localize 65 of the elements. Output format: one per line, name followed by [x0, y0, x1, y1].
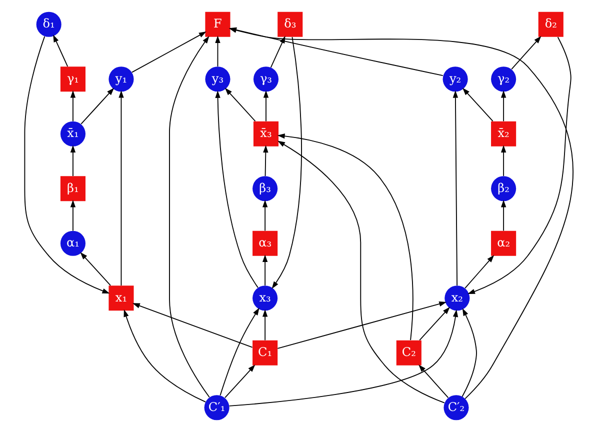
arrow — [418, 364, 449, 398]
arrow — [80, 88, 114, 124]
arrow — [468, 36, 572, 294]
node-circle: y₁ — [108, 66, 134, 92]
arrow — [262, 309, 268, 341]
node-box: F — [205, 12, 230, 37]
node-box: x̄₂ — [491, 121, 516, 146]
arrow — [500, 145, 506, 176]
arrow — [277, 301, 447, 349]
arrow — [272, 36, 302, 289]
arrow — [220, 308, 260, 396]
arrow — [452, 90, 458, 286]
arrow — [277, 134, 414, 341]
arrow — [419, 306, 450, 341]
arrow — [80, 252, 111, 286]
node-circle: y₃ — [205, 66, 230, 92]
node-box: δ₂ — [538, 12, 564, 37]
node-circle: β₂ — [491, 176, 516, 202]
arrow — [132, 303, 253, 348]
arrow — [462, 308, 477, 398]
node-box: γ₁ — [60, 66, 86, 92]
node-box: α₃ — [252, 230, 278, 256]
arrow — [263, 145, 268, 176]
node-circle: x̄₁ — [60, 121, 86, 146]
arrow — [511, 36, 542, 70]
node-box: x̄₃ — [253, 121, 279, 146]
node-circle: γ₂ — [491, 66, 516, 92]
node-circle: δ₁ — [36, 12, 62, 37]
arrow — [224, 88, 256, 122]
node-circle: γ₃ — [253, 66, 279, 92]
node-circle: β₃ — [252, 176, 278, 202]
node-box: C₁ — [252, 340, 278, 366]
node-circle: α₁ — [60, 230, 86, 256]
arrow — [462, 88, 494, 122]
arrow — [24, 36, 110, 294]
arrow — [118, 90, 124, 286]
node-box: δ₃ — [278, 12, 303, 37]
arrow — [262, 254, 268, 286]
arrow — [262, 200, 268, 232]
arrow — [270, 36, 286, 68]
arrow — [169, 36, 210, 398]
node-circle: x₂ — [444, 286, 470, 311]
arrow — [263, 90, 269, 122]
arrow — [70, 90, 76, 122]
arrow — [278, 140, 445, 404]
arrow — [215, 90, 258, 288]
arrow — [131, 32, 206, 73]
node-circle: C′₁ — [204, 395, 230, 420]
node-box: x₁ — [108, 286, 134, 311]
arrow — [500, 90, 506, 122]
node-box: β₁ — [60, 176, 86, 202]
node-box: C₂ — [396, 340, 422, 366]
arrow — [464, 255, 494, 289]
node-circle: y₂ — [442, 66, 468, 92]
arrow — [228, 309, 458, 406]
arrow — [70, 200, 76, 232]
arrow — [70, 145, 76, 176]
arrow — [224, 364, 256, 398]
node-box: α₂ — [491, 230, 516, 256]
arrow — [124, 309, 206, 402]
node-circle: C′₂ — [444, 395, 469, 420]
node-circle: x₃ — [252, 286, 278, 311]
arrow — [215, 36, 220, 67]
arrow — [500, 200, 506, 232]
arrow — [53, 34, 68, 67]
